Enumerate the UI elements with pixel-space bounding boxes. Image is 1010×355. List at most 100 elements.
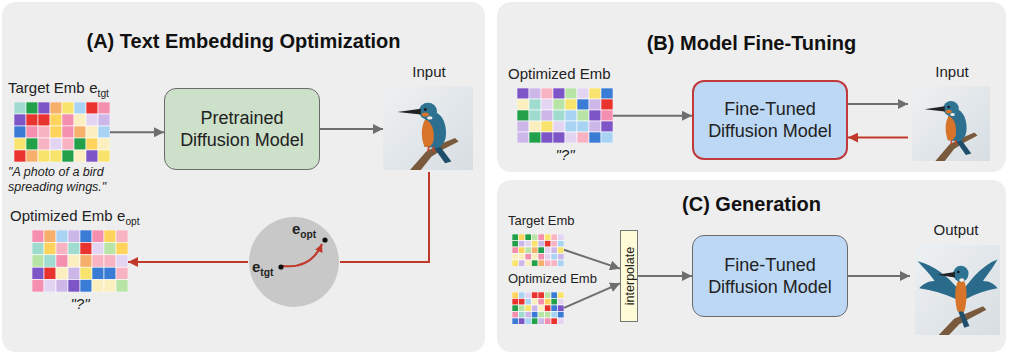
embedding-cell	[519, 247, 526, 254]
embedding-cell	[32, 243, 44, 255]
embedding-cell	[551, 234, 558, 241]
embedding-label: Optimized Emb	[508, 271, 597, 286]
embedding-cell	[56, 255, 68, 267]
embedding-cell	[553, 110, 565, 121]
embedding-cell	[44, 243, 56, 255]
embedding-cell	[519, 311, 526, 318]
embedding-cell	[551, 305, 558, 312]
subscript: tgt	[260, 267, 273, 278]
embedding-cell	[525, 298, 532, 305]
embedding-header: Target Embetgt	[8, 78, 128, 98]
embedding-cell	[116, 255, 128, 267]
embedding-cell	[525, 240, 532, 247]
symbol: e	[252, 258, 260, 275]
embedding-cell	[541, 132, 553, 143]
embedding-cell	[553, 121, 565, 132]
embedding-cell	[565, 132, 577, 143]
embedding-cell	[38, 138, 50, 150]
embedding-cell	[529, 99, 541, 110]
subscript: opt	[125, 216, 139, 227]
embedding-cell	[517, 88, 529, 99]
embedding-cell	[577, 132, 589, 143]
embedding-label: Target Emb	[8, 79, 85, 96]
embedding-cell	[558, 318, 565, 325]
box-label: Fine-Tuned Diffusion Model	[700, 98, 840, 143]
embedding-cell	[589, 110, 601, 121]
embedding-cell	[519, 292, 526, 299]
embedding: Optimized Emb "?"	[508, 64, 620, 164]
embedding-header: Optimized Emb	[508, 64, 620, 84]
embedding-cell	[538, 298, 545, 305]
embedding-cell	[98, 114, 110, 126]
embedding-cell	[98, 150, 110, 162]
embedding-cell	[558, 247, 565, 254]
panel-title: (C) Generation	[497, 180, 1006, 216]
embedding-cell	[38, 114, 50, 126]
embedding-cell	[512, 305, 519, 312]
embedding-cell	[116, 230, 128, 242]
symbol: e	[117, 207, 125, 224]
image-caption: Output	[910, 220, 1002, 239]
symbol: e	[292, 220, 300, 237]
embedding-cell	[92, 280, 104, 292]
embedding-cell	[519, 234, 526, 241]
box-label: interpolate	[623, 247, 637, 305]
optimization-path	[283, 244, 322, 266]
embedding-cell	[529, 121, 541, 132]
embedding-cell	[86, 114, 98, 126]
embedding-cell	[558, 311, 565, 318]
embedding-cell	[80, 267, 92, 279]
embedding-cell	[56, 243, 68, 255]
embedding-cell	[545, 311, 552, 318]
embedding-cell	[80, 243, 92, 255]
embedding-header: Optimized Emb	[508, 270, 608, 288]
embedding-cell	[538, 311, 545, 318]
panel-title: (A) Text Embedding Optimization	[2, 2, 485, 53]
embedding-cell	[50, 102, 62, 114]
embedding-cell	[558, 292, 565, 299]
embedding-cell	[512, 292, 519, 299]
embedding-cell	[532, 292, 539, 299]
image-caption: Input	[908, 62, 996, 81]
connector-arrow	[564, 283, 620, 307]
embedding-cell	[32, 255, 44, 267]
embedding-cell	[517, 110, 529, 121]
panel-ground	[2, 2, 485, 352]
embedding-cell	[14, 138, 26, 150]
embedding-cell	[565, 110, 577, 121]
embedding-cell	[62, 150, 74, 162]
embedding-cell	[541, 110, 553, 121]
embedding-cell	[512, 318, 519, 325]
embedding-cell	[551, 260, 558, 267]
embedding-cell	[545, 253, 552, 260]
embedding-cell	[558, 298, 565, 305]
embedding-cell	[56, 267, 68, 279]
embedding-cell	[577, 88, 589, 99]
embedding: Target Embetgt"A photo of a bird spreadi…	[8, 78, 128, 195]
embedding-cell	[44, 230, 56, 242]
embedding-cell	[538, 318, 545, 325]
embedding-caption: "?"	[517, 146, 613, 164]
embedding-cell	[558, 240, 565, 247]
embedding-cell	[62, 114, 74, 126]
embedding-cell	[74, 126, 86, 138]
embedding-cell	[519, 318, 526, 325]
embedding-cell	[545, 260, 552, 267]
embedding-cell	[104, 280, 116, 292]
embedding-point	[322, 237, 327, 242]
embedding-cell	[551, 298, 558, 305]
embedding-cell	[541, 99, 553, 110]
embedding-cell	[32, 267, 44, 279]
panel: (C) GenerationTarget EmbOptimized Embint…	[497, 180, 1006, 352]
embedding-cell	[512, 240, 519, 247]
embedding-cell	[551, 292, 558, 299]
connector-arrow	[110, 131, 164, 133]
embedding-cell	[50, 126, 62, 138]
embedding-cell	[553, 88, 565, 99]
embedding-cell	[512, 234, 519, 241]
embedding-cell	[14, 114, 26, 126]
connector-arrow	[564, 250, 620, 269]
embedding-cell	[532, 234, 539, 241]
embedding-cell	[525, 318, 532, 325]
embedding-cell	[577, 121, 589, 132]
